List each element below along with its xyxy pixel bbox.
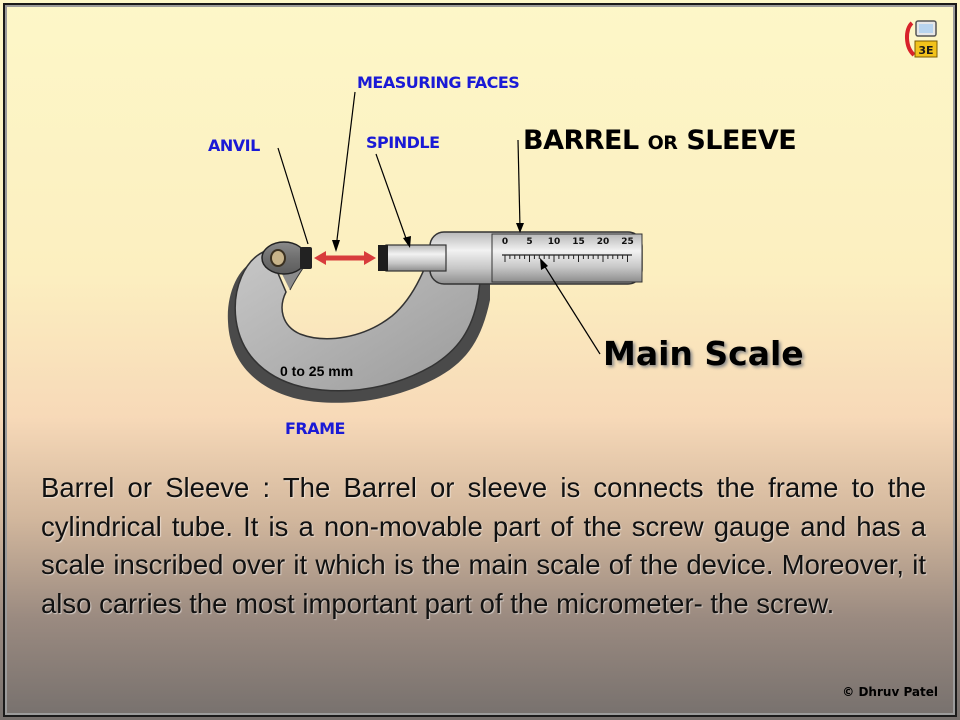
label-barrel-or-sleeve: BARREL OR SLEEVE xyxy=(523,125,797,156)
label-anvil: ANVIL xyxy=(208,136,260,155)
anvil-pointer xyxy=(277,147,309,245)
label-spindle: SPINDLE xyxy=(366,133,440,152)
slide-border xyxy=(3,3,957,717)
credit-text: © Dhruv Patel xyxy=(842,685,938,699)
scale-numeral: 25 xyxy=(621,237,634,247)
anvil xyxy=(300,247,312,269)
label-or: OR xyxy=(647,132,678,154)
main-scale-ticks: 0 5 10 15 20 25 xyxy=(502,237,634,262)
label-range: 0 to 25 mm xyxy=(280,363,354,379)
spindle xyxy=(385,244,447,272)
scale-numeral: 0 xyxy=(502,237,508,247)
label-frame: FRAME xyxy=(285,419,345,438)
label-barrel: BARREL xyxy=(523,125,639,156)
barrel-pointer xyxy=(517,139,521,229)
svg-text:3E: 3E xyxy=(918,44,933,57)
logo-icon: 3E xyxy=(905,20,938,58)
frame xyxy=(234,235,485,392)
measuring-faces-pointer xyxy=(335,91,356,249)
scale-numeral: 15 xyxy=(572,237,585,247)
label-sleeve: SLEEVE xyxy=(686,125,797,156)
spindle-pointer xyxy=(375,153,409,245)
scale-numeral: 10 xyxy=(548,237,561,247)
scale-numeral: 20 xyxy=(597,237,610,247)
description-text: Barrel or Sleeve : The Barrel or sleeve … xyxy=(41,472,926,619)
scale-numeral: 5 xyxy=(526,237,532,247)
main-scale-pointer xyxy=(541,261,601,355)
label-main-scale: Main Scale xyxy=(603,334,804,373)
label-measuring-faces: MEASURING FACES xyxy=(357,73,520,92)
